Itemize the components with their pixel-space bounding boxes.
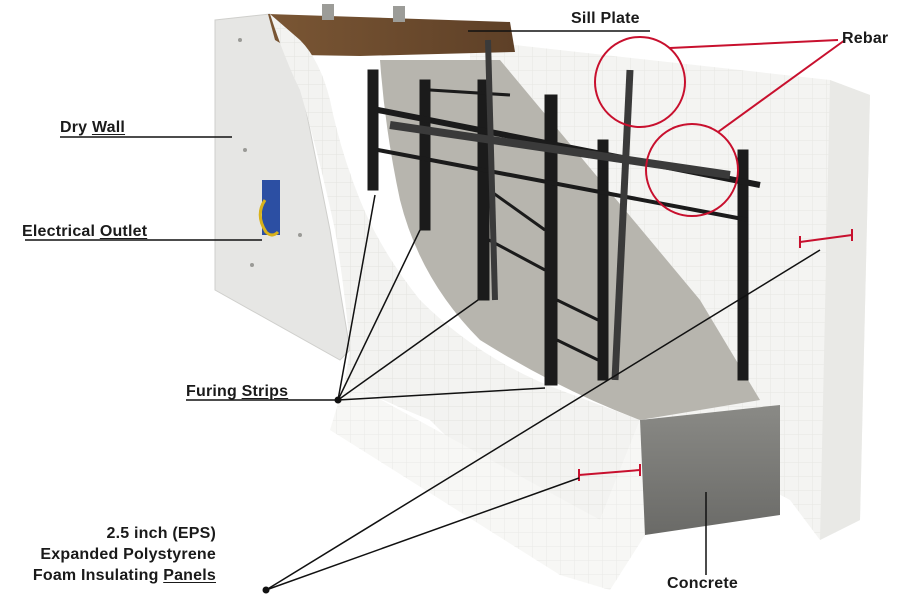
sill-plate-label: Sill Plate [571,10,640,28]
furring-strip [419,79,431,231]
eps-panels-label: 2.5 inch (EPS) Expanded Polystyrene Foam… [26,523,216,586]
concrete-label: Concrete [667,575,738,593]
electrical-outlet-text-b: Outlet [99,223,148,240]
electrical-outlet-box [258,180,280,237]
furing-strips-text-a: Furing [186,383,242,400]
concrete-core [380,60,780,535]
dry-wall-text-b: Wall [91,119,126,136]
rebar-callout [594,36,846,217]
concrete-text: Concrete [667,575,738,592]
eps-line-3-b: Panels [163,567,216,584]
leader-lines [25,30,821,591]
thickness-marks [578,229,853,481]
leader-dots [262,396,342,594]
dry-wall-text-a: Dry [60,119,92,136]
furring-strip [367,69,379,191]
furring-strip [737,149,749,381]
electrical-outlet-text-a: Electrical [22,223,100,240]
rebar [389,39,731,381]
furring-strip [544,94,558,386]
eps-line-3: Foam Insulating Panels [26,565,216,586]
rebar-text: Rebar [842,30,889,47]
electrical-outlet-label: Electrical Outlet [22,223,147,241]
eps-line-3-a: Foam Insulating [32,567,164,584]
sill-plate-text: Sill Plate [571,10,640,27]
rebar-label: Rebar [842,30,888,48]
eps-line-2: Expanded Polystyrene [40,546,216,563]
dry-wall-label: Dry Wall [60,119,125,137]
inner-foam-panel [270,14,640,520]
front-foam-face [330,380,645,590]
sill-plate-wood [268,4,515,56]
eps-line-1: 2.5 inch (EPS) [106,525,216,542]
furing-strips-label: Furing Strips [186,383,288,401]
furring-strip [597,139,609,381]
furing-strips-text-b: Strips [241,383,289,400]
